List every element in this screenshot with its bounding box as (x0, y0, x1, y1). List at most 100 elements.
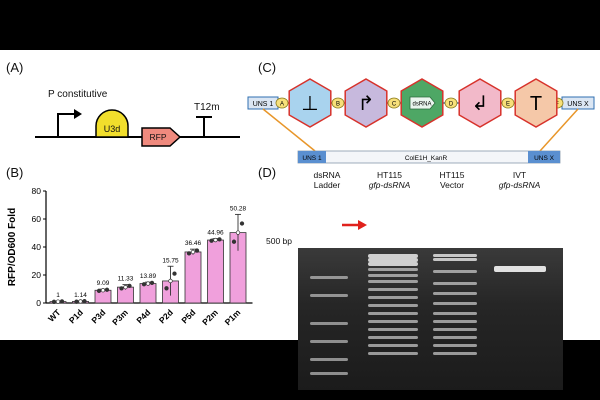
part-glyph-icon: ↱ (358, 93, 375, 115)
vector-band (433, 302, 477, 305)
part-hexagon (514, 78, 558, 128)
y-tick-label: 0 (36, 298, 41, 308)
sample-band (368, 328, 418, 331)
backbone-left-label: UNS 1 (302, 155, 322, 162)
sample-band (368, 258, 418, 262)
promoter-label: P constitutive (48, 89, 108, 100)
vector-band (433, 292, 477, 295)
dsrna-label: dsRNA (412, 102, 431, 108)
vector-band (433, 352, 477, 355)
category-label: P2m (200, 307, 220, 327)
lane-header-ht115-gfp: HT115 gfp-dsRNA (368, 170, 411, 190)
part-glyph-icon: ⊥ (301, 93, 318, 115)
sample-band (368, 312, 418, 315)
data-label: 1.14 (74, 292, 87, 299)
bar (184, 251, 202, 304)
category-label: P4d (134, 307, 152, 325)
sample-band (368, 304, 418, 307)
ladder-band (310, 276, 348, 279)
data-point (231, 239, 237, 244)
ladder-band (310, 372, 348, 375)
data-point (127, 283, 132, 289)
data-point (104, 287, 110, 292)
data-point (145, 281, 151, 286)
bar (207, 239, 224, 304)
sample-band (368, 344, 418, 347)
y-tick-label: 40 (32, 242, 42, 252)
data-point (209, 238, 214, 243)
data-point (149, 280, 155, 286)
data-point (51, 299, 57, 304)
data-label: 50.28 (230, 205, 247, 212)
data-point (123, 284, 128, 290)
data-point (239, 221, 245, 226)
data-point (235, 230, 241, 235)
part-glyph-icon: ↲ (472, 93, 489, 115)
category-label: P3m (110, 307, 130, 327)
ladder-band (310, 322, 348, 325)
lane-header-ivt-gfp: IVT gfp-dsRNA (498, 170, 541, 190)
sample-band (368, 352, 418, 355)
linker-a (275, 97, 289, 109)
ladder-band (310, 358, 348, 361)
data-point (186, 251, 192, 256)
vector-band (433, 320, 477, 323)
gel-image (298, 248, 563, 390)
backbone-middle-label: ColE1H_KanR (405, 155, 448, 162)
panel-a-label: (A) (6, 60, 24, 75)
lane-header-ht115-vector: HT115 Vector (439, 170, 465, 190)
data-point (96, 288, 102, 293)
linker-e (501, 97, 515, 109)
uns-left-label: UNS 1 (253, 101, 274, 108)
data-label: 1 (56, 292, 60, 299)
backbone-uns-left (298, 151, 326, 163)
linker-label: A (280, 102, 284, 108)
uns-right-label: UNS X (567, 101, 589, 108)
data-point (59, 299, 65, 304)
rfp-label: RFP (150, 132, 167, 142)
data-label: 9.09 (97, 280, 110, 287)
dsrna-arrow-shape (409, 96, 436, 110)
linker-label: C (392, 102, 397, 108)
panel-b-label: (B) (6, 165, 24, 180)
category-label: P1d (67, 307, 85, 325)
category-label: P2d (157, 307, 175, 325)
panel-c-label: (C) (258, 60, 277, 75)
data-label: 13.89 (140, 273, 157, 280)
data-point (82, 298, 87, 304)
category-label: P3d (89, 307, 107, 325)
vector-band (433, 312, 477, 315)
y-tick-label: 20 (32, 270, 42, 280)
sample-band (368, 254, 418, 258)
backbone-right-label: UNS X (534, 155, 555, 162)
data-point (78, 299, 83, 304)
rbs-shape (95, 109, 129, 138)
ivt-band (494, 266, 546, 272)
part-hexagon (458, 78, 502, 128)
lane-header-ladder: dsRNA Ladder (313, 170, 341, 190)
y-tick-label: 60 (32, 214, 42, 224)
data-point (194, 248, 200, 253)
data-point (74, 299, 79, 304)
vector-band (433, 270, 477, 273)
y-axis-label: RFP/OD600 Fold (7, 208, 18, 286)
vector-band (433, 258, 477, 261)
category-label: P1m (223, 307, 243, 327)
data-label: 36.46 (185, 240, 202, 247)
linker-b (331, 97, 345, 109)
part-glyph-icon: T (530, 93, 542, 115)
data-point (119, 286, 124, 291)
connector-left (262, 108, 316, 152)
rfp-cds-shape (141, 127, 182, 147)
data-point (55, 299, 61, 304)
data-point (190, 249, 196, 255)
sample-band (368, 320, 418, 323)
sample-band (368, 280, 418, 283)
terminator-label: T12m (194, 102, 220, 113)
vector-band (433, 336, 477, 339)
linker-label: E (506, 102, 510, 108)
part-hexagon (288, 78, 332, 128)
data-label: 44.96 (207, 230, 224, 237)
